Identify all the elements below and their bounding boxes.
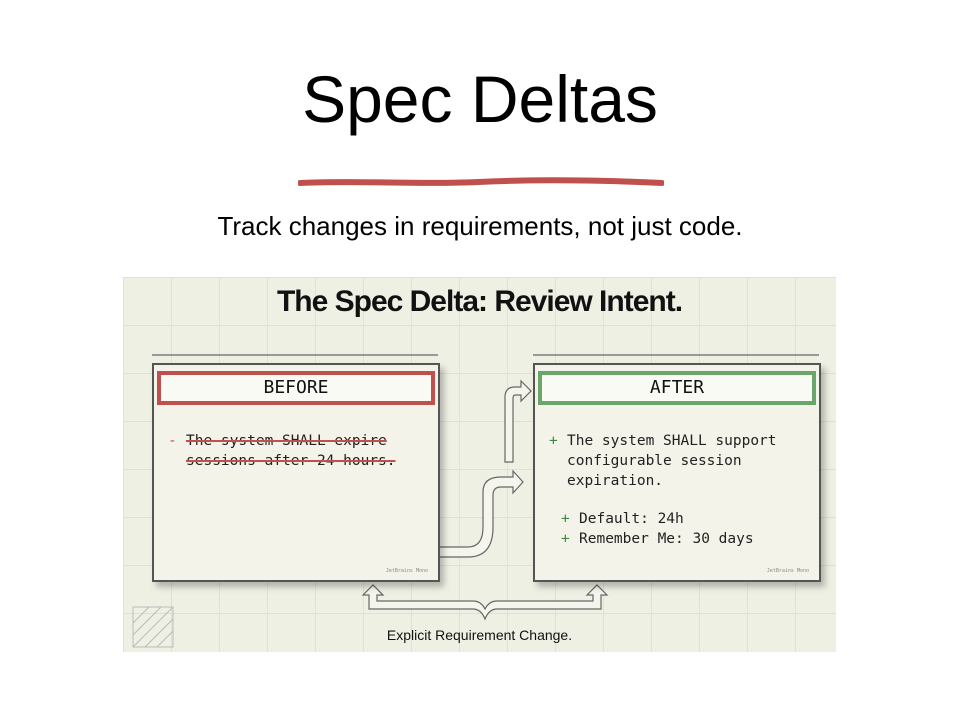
after-panel: AFTER + The system SHALL support configu… bbox=[533, 363, 821, 582]
title-underline bbox=[298, 177, 664, 186]
watermark: JetBrains Mono bbox=[766, 568, 809, 574]
watermark: JetBrains Mono bbox=[385, 568, 428, 574]
slide-subtitle: Track changes in requirements, not just … bbox=[217, 211, 743, 241]
upper-arrow bbox=[504, 379, 532, 463]
before-header: BEFORE bbox=[157, 371, 435, 405]
change-arrow bbox=[437, 469, 524, 558]
brace-arrow bbox=[361, 584, 609, 621]
figure-caption: Explicit Requirement Change. bbox=[386, 627, 573, 643]
added-requirement: The system SHALL support configurable se… bbox=[567, 433, 777, 489]
after-header: AFTER bbox=[538, 371, 816, 405]
added-default: Default: 24h bbox=[579, 511, 684, 527]
figure-title: The Spec Delta: Review Intent. bbox=[276, 285, 683, 318]
plus-mark: + bbox=[561, 511, 570, 527]
plus-mark: + bbox=[561, 531, 570, 547]
added-line: + Remember Me: 30 days bbox=[549, 529, 792, 549]
removed-line: - The system SHALL expire sessions after… bbox=[168, 431, 401, 471]
hatch-pattern bbox=[132, 606, 174, 648]
minus-mark: - bbox=[168, 433, 177, 449]
slide-title: Spec Deltas bbox=[302, 62, 658, 136]
arrows bbox=[132, 354, 819, 648]
plus-mark: + bbox=[549, 433, 558, 449]
added-line: + The system SHALL support configurable … bbox=[549, 431, 792, 491]
spec-delta-figure: The Spec Delta: Review Intent. BEFORE - … bbox=[123, 277, 836, 652]
added-line: + Default: 24h bbox=[549, 509, 792, 529]
removed-requirement: The system SHALL expire sessions after 2… bbox=[186, 433, 396, 469]
added-remember-me: Remember Me: 30 days bbox=[579, 531, 754, 547]
before-panel: BEFORE - The system SHALL expire session… bbox=[152, 363, 440, 582]
